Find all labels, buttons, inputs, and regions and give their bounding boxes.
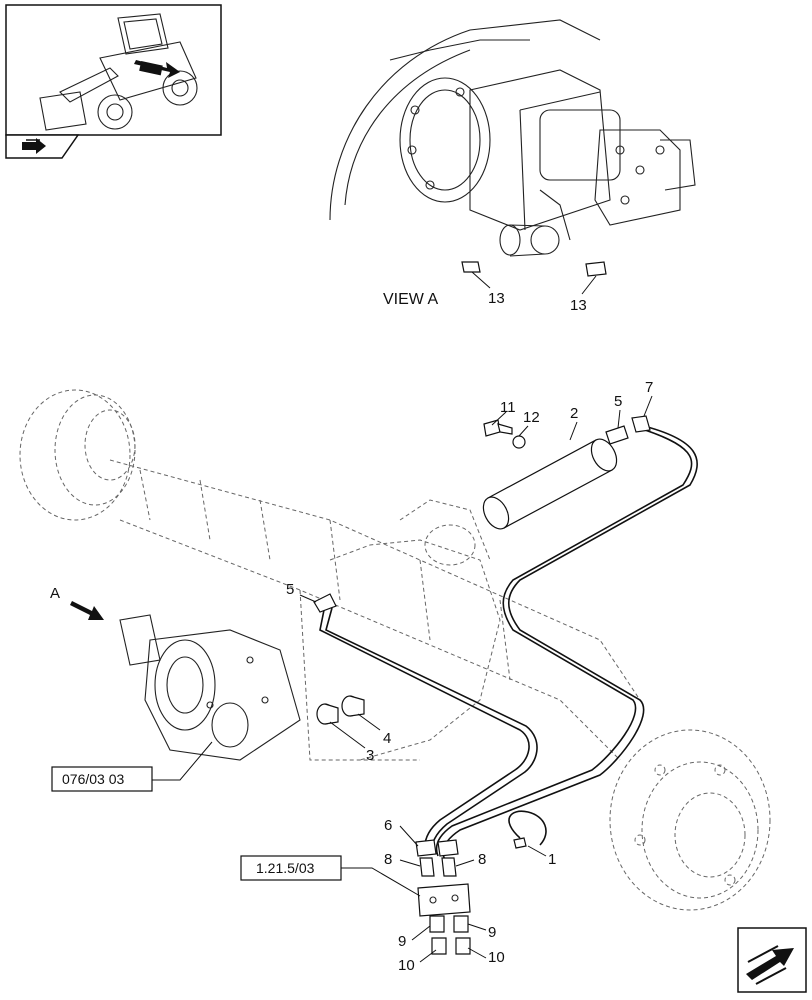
callout-11: 11 bbox=[500, 399, 516, 416]
ref-076-03-03[interactable]: 076/03 03 bbox=[62, 771, 124, 787]
part-2-accumulator bbox=[482, 438, 618, 530]
callout-4: 4 bbox=[383, 730, 391, 747]
part-4-plug bbox=[341, 695, 365, 717]
nav-back-arrow-icon[interactable] bbox=[5, 134, 80, 159]
callout-12: 12 bbox=[523, 409, 540, 426]
part-1-clamp bbox=[508, 810, 547, 849]
ref-1-21-5-03[interactable]: 1.21.5/03 bbox=[256, 860, 315, 876]
view-a-detail-drawing bbox=[329, 19, 696, 277]
callout-1: 1 bbox=[548, 851, 556, 868]
part-10-plugs bbox=[431, 937, 471, 955]
hydraulic-pump bbox=[119, 614, 301, 761]
callout-9-right: 9 bbox=[488, 924, 496, 941]
part-5-left-fitting bbox=[313, 593, 337, 613]
part-6-hose-ends bbox=[415, 839, 459, 857]
view-a-arrow-label: A bbox=[50, 585, 60, 602]
callout-13-right: 13 bbox=[570, 297, 587, 314]
view-a-arrow-icon bbox=[70, 601, 104, 620]
part-11-bolt bbox=[483, 419, 513, 437]
part-5-top-fitting bbox=[605, 425, 629, 445]
callout-6: 6 bbox=[384, 817, 392, 834]
callout-8-right: 8 bbox=[478, 851, 486, 868]
ref-box-bottom[interactable]: 1.21.5/03 bbox=[240, 855, 342, 881]
view-a-label: VIEW A bbox=[383, 291, 438, 308]
callout-13-left: 13 bbox=[488, 290, 505, 307]
callout-9-left: 9 bbox=[398, 933, 406, 950]
axle-assembly-ghost bbox=[19, 389, 771, 911]
callout-5-top: 5 bbox=[614, 393, 622, 410]
manifold-block bbox=[417, 883, 471, 917]
nav-next-arrow-icon[interactable] bbox=[737, 927, 807, 993]
callout-5-left: 5 bbox=[286, 581, 294, 598]
callout-10-left: 10 bbox=[398, 957, 415, 974]
callout-10-right: 10 bbox=[488, 949, 505, 966]
callout-3: 3 bbox=[366, 747, 374, 764]
callout-leaders bbox=[152, 395, 653, 963]
callout-2: 2 bbox=[570, 405, 578, 422]
part-12-nut bbox=[512, 435, 526, 449]
part-9-fittings bbox=[429, 915, 469, 933]
part-7-hose-end bbox=[631, 415, 651, 433]
part-3-plug bbox=[316, 703, 339, 725]
callout-8-left: 8 bbox=[384, 851, 392, 868]
callout-7: 7 bbox=[645, 379, 653, 396]
wheel-loader-thumbnail-icon[interactable] bbox=[5, 4, 222, 136]
part-8-adapters bbox=[419, 857, 457, 877]
ref-box-left[interactable]: 076/03 03 bbox=[51, 766, 153, 792]
